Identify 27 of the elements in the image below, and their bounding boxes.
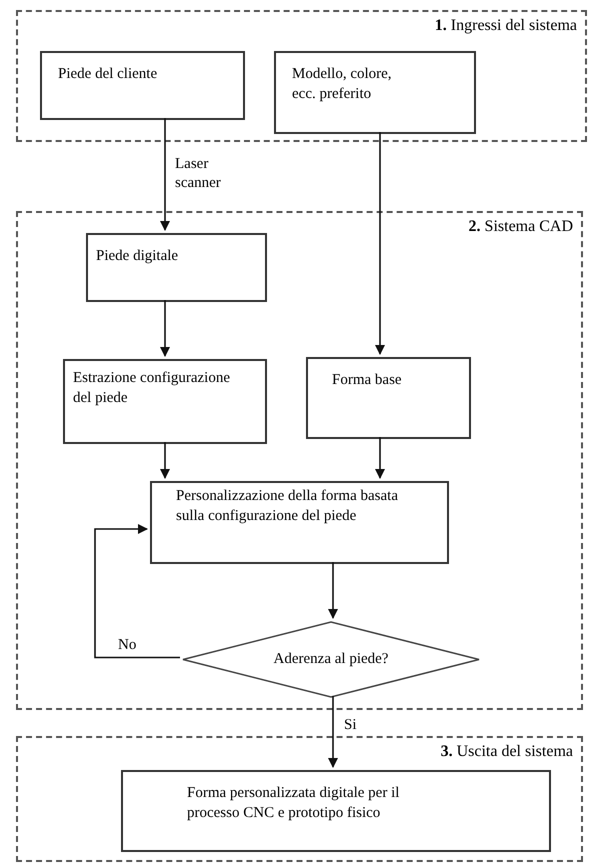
arrow bbox=[375, 132, 385, 355]
process-text: Piede del cliente bbox=[58, 65, 158, 84]
arrow bbox=[94, 524, 180, 658]
arrow bbox=[375, 437, 385, 479]
decision-text: Aderenza al piede? bbox=[274, 650, 388, 669]
process-box bbox=[274, 51, 476, 134]
dashed-group-frame bbox=[16, 736, 583, 862]
process-box bbox=[306, 357, 471, 439]
dashed-group-frame bbox=[16, 211, 583, 710]
process-text: Piede digitale bbox=[96, 247, 180, 266]
process-box bbox=[40, 51, 245, 120]
dashed-group-frame bbox=[16, 10, 587, 142]
decision-diamond bbox=[182, 621, 480, 698]
arrow bbox=[160, 442, 170, 479]
process-box bbox=[121, 770, 551, 852]
process-box bbox=[150, 481, 449, 564]
process-text: Personalizzazione della forma basata sulla configurazione del piede bbox=[176, 487, 399, 526]
process-text: Modello, colore, ecc. preferito bbox=[292, 65, 393, 104]
process-text: Forma personalizzata digitale per il processo CNC e prototipo fisico bbox=[187, 784, 400, 822]
arrow bbox=[328, 696, 338, 768]
arrow bbox=[160, 118, 170, 231]
arrow bbox=[160, 300, 170, 357]
arrow bbox=[328, 562, 338, 619]
process-text: Forma base bbox=[332, 371, 403, 390]
process-box bbox=[63, 359, 267, 444]
process-box bbox=[86, 233, 267, 302]
process-text: Estrazione configurazione del piede bbox=[73, 369, 232, 408]
